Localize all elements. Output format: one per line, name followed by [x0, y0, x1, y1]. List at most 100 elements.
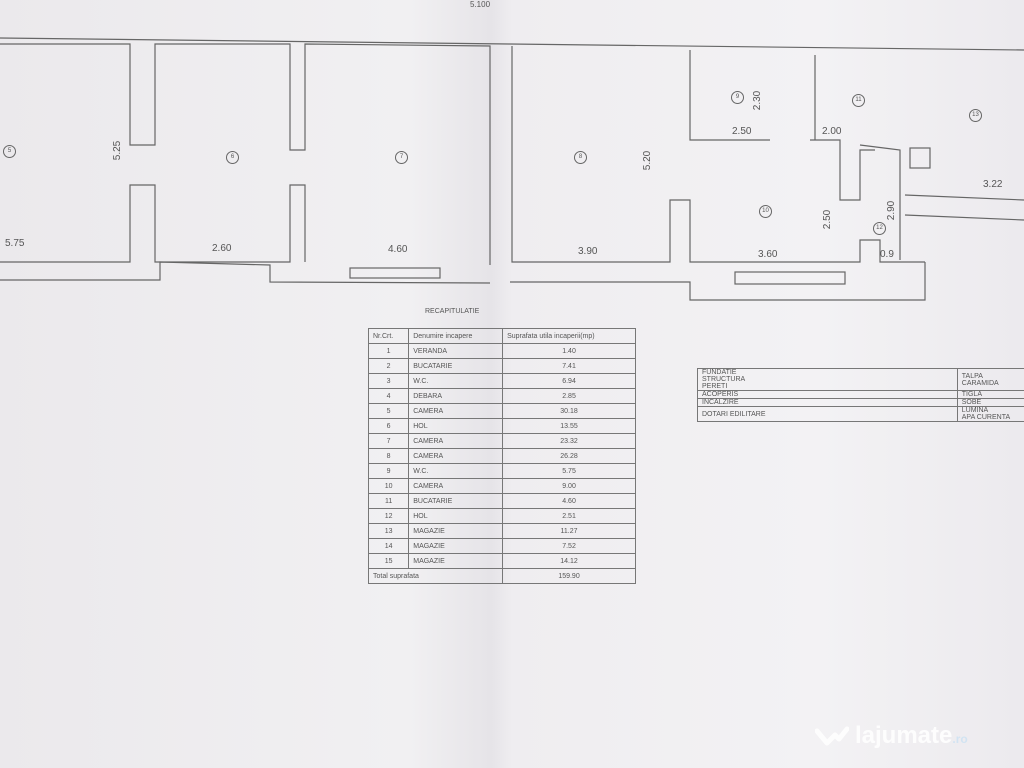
room-name: HOL — [408, 508, 504, 524]
room-area: 13.55 — [502, 418, 636, 434]
room-area: 30.18 — [502, 403, 636, 419]
room-name: MAGAZIE — [408, 538, 504, 554]
room-name: DEBARA — [408, 388, 504, 404]
row-number: 8 — [367, 448, 410, 464]
room-name: W.C. — [408, 463, 504, 479]
room-marker: 7 — [395, 151, 408, 164]
recap-table: Nr.Crt. Denumire incapere Suprafata util… — [367, 328, 636, 584]
floor-plan-walls — [0, 37, 1024, 301]
spec-value: SOBE — [956, 398, 1024, 407]
room-marker: 13 — [969, 109, 982, 122]
row-number: 4 — [367, 388, 410, 404]
dimension-label: 2.50 — [732, 126, 752, 137]
table-header: Nr.Crt. Denumire incapere Suprafata util… — [367, 328, 636, 344]
room-marker: 11 — [852, 94, 865, 107]
room-name: CAMERA — [408, 403, 504, 419]
header-cell: Nr.Crt. — [367, 328, 410, 344]
room-area: 23.32 — [502, 433, 636, 449]
room-area: 11.27 — [502, 523, 636, 539]
room-area: 6.94 — [502, 373, 636, 389]
row-number: 2 — [367, 358, 410, 374]
room-marker: 12 — [873, 222, 886, 235]
row-number: 9 — [367, 463, 410, 479]
room-name: BUCATARIE — [408, 358, 504, 374]
dimension-label: 2.30 — [752, 90, 764, 111]
dimension-label: 2.90 — [886, 200, 898, 221]
room-area: 5.75 — [502, 463, 636, 479]
room-name: CAMERA — [408, 448, 504, 464]
spec-label: ACOPERIS — [697, 390, 958, 399]
handshake-icon — [815, 726, 849, 746]
total-value: 159.90 — [502, 568, 636, 584]
dimension-label: 5.20 — [642, 150, 654, 171]
dimension-label: 2.00 — [822, 126, 842, 137]
dimension-label: 5.75 — [5, 238, 25, 249]
row-number: 1 — [367, 343, 410, 359]
row-number: 5 — [367, 403, 410, 419]
dimension-label: 2.60 — [212, 243, 232, 254]
recap-title: RECAPITULATIE — [425, 308, 480, 315]
dimension-label: 3.22 — [983, 179, 1003, 190]
watermark-logo: lajumate.ro — [815, 722, 968, 750]
dimension-label: 5.25 — [112, 140, 124, 161]
total-label: Total suprafata — [367, 568, 504, 584]
room-area: 9.00 — [502, 478, 636, 494]
room-name: HOL — [408, 418, 504, 434]
room-area: 2.51 — [502, 508, 636, 524]
room-area: 14.12 — [502, 553, 636, 569]
watermark-brand: lajumate — [855, 722, 953, 749]
room-name: MAGAZIE — [408, 523, 504, 539]
row-number: 10 — [367, 478, 410, 494]
dimension-label: 4.60 — [388, 244, 408, 255]
header-cell: Denumire incapere — [408, 328, 504, 344]
spec-label: DOTARI EDILITARE — [697, 406, 958, 422]
room-name: MAGAZIE — [408, 553, 504, 569]
room-area: 26.28 — [502, 448, 636, 464]
dimension-label: 3.90 — [578, 246, 598, 257]
room-name: VERANDA — [408, 343, 504, 359]
room-name: CAMERA — [408, 478, 504, 494]
room-area: 2.85 — [502, 388, 636, 404]
row-number: 15 — [367, 553, 410, 569]
table-total-row: Total suprafata 159.90 — [367, 568, 636, 584]
spec-label: INCALZIRE — [697, 398, 958, 407]
row-number: 3 — [367, 373, 410, 389]
watermark-tld: .ro — [952, 732, 968, 746]
spec-value: TALPA CARAMIDA — [956, 368, 1024, 391]
row-number: 7 — [367, 433, 410, 449]
row-number: 6 — [367, 418, 410, 434]
room-marker: 6 — [226, 151, 239, 164]
spec-value: LUMINA APA CURENTA — [956, 406, 1024, 422]
room-marker: 10 — [759, 205, 772, 218]
room-name: CAMERA — [408, 433, 504, 449]
row-number: 14 — [367, 538, 410, 554]
row-number: 13 — [367, 523, 410, 539]
header-cell: Suprafata utila incaperii(mp) — [502, 328, 636, 344]
dimension-label: 3.60 — [758, 249, 778, 260]
dimension-label: 0.9 — [880, 249, 894, 260]
dimension-label: 2.50 — [822, 209, 834, 230]
room-name: W.C. — [408, 373, 504, 389]
room-marker: 8 — [574, 151, 587, 164]
room-area: 7.41 — [502, 358, 636, 374]
spec-label: FUNDATIE STRUCTURA PERETI — [697, 368, 958, 391]
room-marker: 5 — [3, 145, 16, 158]
row-number: 12 — [367, 508, 410, 524]
row-number: 11 — [367, 493, 410, 509]
